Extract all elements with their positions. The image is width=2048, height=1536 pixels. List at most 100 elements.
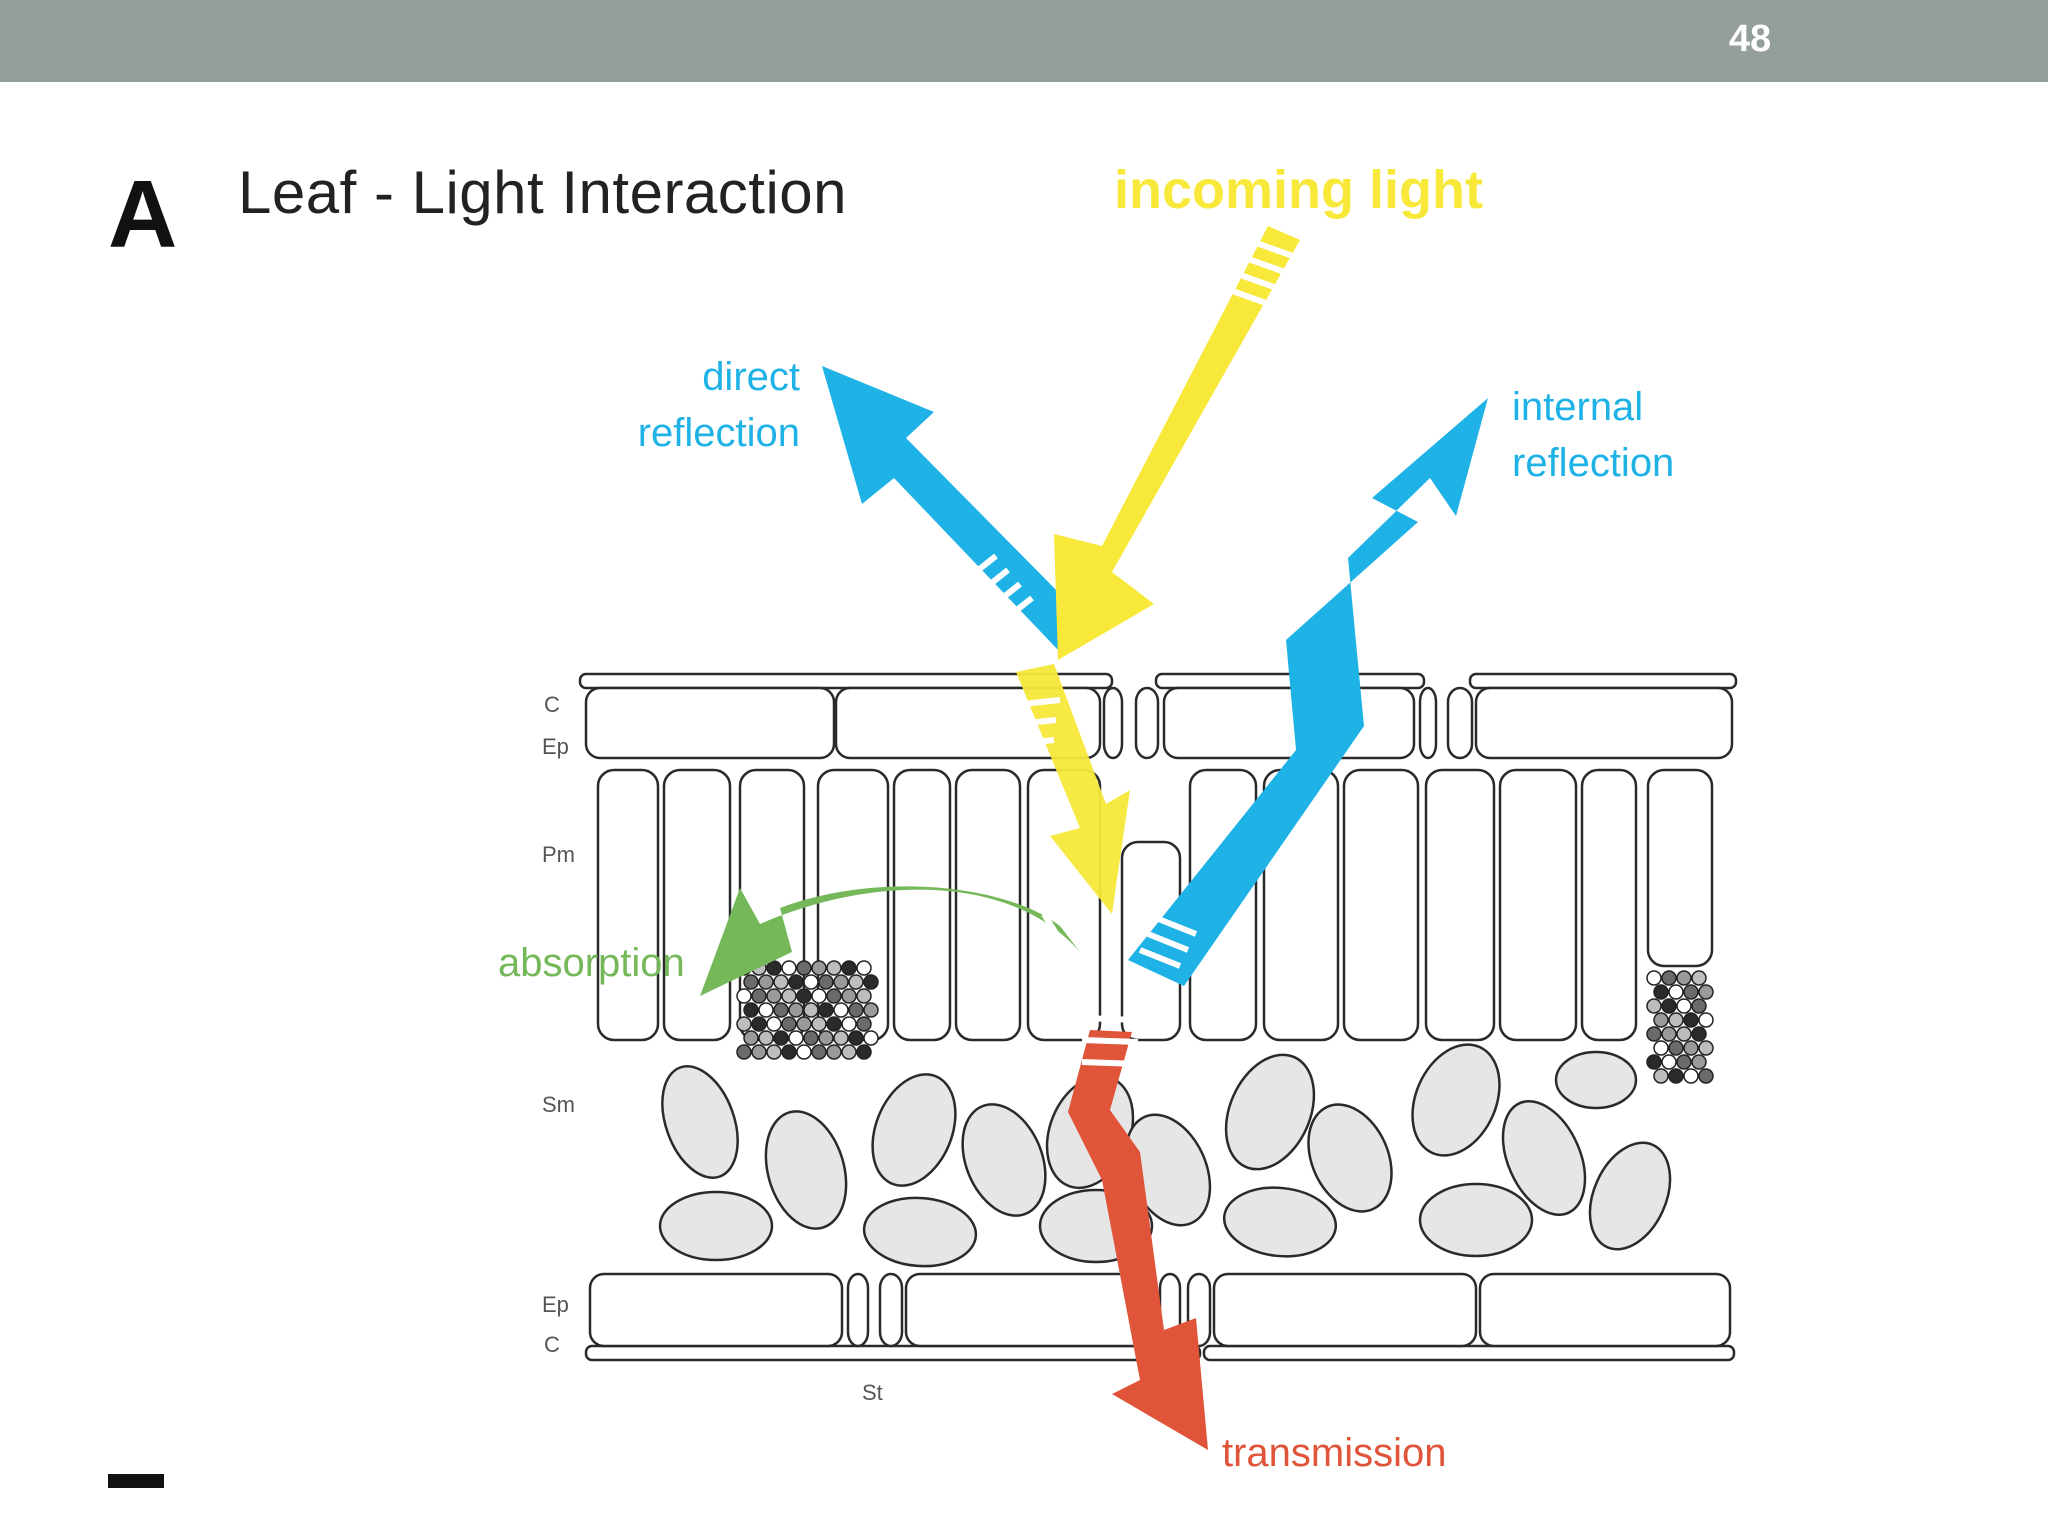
arrow-stripes [956, 237, 1306, 1067]
transmission-arrow [1068, 1030, 1208, 1450]
bundle-cell [826, 988, 842, 1004]
bundle-cell [796, 1016, 812, 1032]
bundle-cell [856, 960, 872, 976]
bundle-cell [781, 960, 797, 976]
bundle-cell [856, 1044, 872, 1060]
bundle-cell [1676, 970, 1692, 986]
bundle-cell [841, 960, 857, 976]
bundle-cell [781, 1044, 797, 1060]
epidermis-top-cell [1446, 686, 1474, 760]
layer-label-epidermis-top: Ep [542, 734, 569, 759]
bundle-cell [781, 1016, 797, 1032]
bundle-cell [833, 1030, 849, 1046]
leaf-cross-section [578, 672, 1738, 1362]
bundle-cell [863, 974, 879, 990]
internal-stripe [1138, 915, 1198, 969]
label-incoming-light: incoming light [1114, 160, 1483, 220]
spongy-cell [1222, 1186, 1338, 1258]
panel-title: Leaf - Light Interaction [238, 159, 848, 226]
bundle-cell [841, 1016, 857, 1032]
direct-reflection-arrow [822, 366, 1070, 652]
bundle-cell [1698, 984, 1714, 1000]
bundle-cell [766, 988, 782, 1004]
layer-label-spongy: Sm [542, 1092, 575, 1117]
bundle-cell [803, 974, 819, 990]
epidermis-top-cell [1134, 686, 1160, 760]
vascular-bundles [736, 960, 1714, 1084]
palisade-cell [892, 768, 952, 1042]
bundle-cell [848, 1002, 864, 1018]
label-direct: direct [702, 355, 800, 399]
label-direct-reflection: reflection [638, 411, 800, 455]
bundle-cell [1661, 1054, 1677, 1070]
bundle-cell [1698, 1040, 1714, 1056]
spongy-cell [658, 1190, 774, 1262]
bundle-cell [796, 988, 812, 1004]
bundle-cell [773, 974, 789, 990]
epidermis-bottom-cell [1212, 1272, 1478, 1348]
bundle-cell [1683, 1040, 1699, 1056]
bundle-cell [1661, 970, 1677, 986]
bundle-cell [796, 960, 812, 976]
bundle-cell [811, 1016, 827, 1032]
palisade-cell [662, 768, 732, 1042]
bundle-cell [863, 1002, 879, 1018]
bundle-cell [751, 988, 767, 1004]
spongy-cells [658, 1043, 1672, 1268]
palisade-cell [1342, 768, 1420, 1042]
spongy-cell [1501, 1100, 1587, 1216]
bundle-cell [788, 1002, 804, 1018]
bundle-cell [803, 1002, 819, 1018]
bundle-cell [818, 974, 834, 990]
label-internal-reflection: reflection [1512, 441, 1674, 485]
spongy-cell [1411, 1043, 1501, 1157]
bundle-cell [1653, 984, 1669, 1000]
palisade-cell [596, 768, 660, 1042]
bundle-cell [1668, 1040, 1684, 1056]
bundle-cell [1691, 1054, 1707, 1070]
bundle-cell [1683, 1012, 1699, 1028]
bundle-cell [1683, 984, 1699, 1000]
bundle-cell [736, 1044, 752, 1060]
bundle-cell [1653, 1068, 1669, 1084]
bundle-cell [826, 1044, 842, 1060]
epidermis-bottom-cell [904, 1272, 1156, 1348]
panel-letter: A [108, 161, 178, 268]
bundle-cell [1698, 1012, 1714, 1028]
incoming-stripe [1222, 237, 1306, 311]
label-internal: internal [1512, 385, 1643, 429]
label-absorption: absorption [498, 941, 685, 985]
bundle-cell [1691, 998, 1707, 1014]
bundle-cell [1683, 1068, 1699, 1084]
bundle-cell [1646, 970, 1662, 986]
slide-number: 48 [1728, 18, 1772, 60]
bundle-cell [1668, 1068, 1684, 1084]
palisade-cell [1646, 768, 1714, 968]
bundle-cell [833, 974, 849, 990]
palisade-cell [1424, 768, 1496, 1042]
bundle-cell [758, 1002, 774, 1018]
spongy-cell [661, 1065, 739, 1179]
label-transmission: transmission [1222, 1431, 1447, 1475]
layer-label-cuticle-bottom: C [544, 1332, 560, 1357]
bundle-cell [863, 1030, 879, 1046]
bundle-cell [766, 1044, 782, 1060]
bundle-cell [848, 974, 864, 990]
bundle-cell [1676, 1054, 1692, 1070]
epidermis-bottom-cell [846, 1272, 870, 1348]
bundle-cell [856, 988, 872, 1004]
bundle-cell [1646, 1054, 1662, 1070]
bundle-cell [788, 1030, 804, 1046]
bundle-cell [1691, 1026, 1707, 1042]
bundle-cell [1661, 1026, 1677, 1042]
epidermis-bottom-cell [1478, 1272, 1732, 1348]
bundle-cell [1646, 1026, 1662, 1042]
layer-label-cuticle-top: C [544, 692, 560, 717]
bundle-cell [788, 974, 804, 990]
bundle-cell [1653, 1012, 1669, 1028]
bundle-cell [1691, 970, 1707, 986]
bundle-cell [826, 960, 842, 976]
bundle-cell [818, 1030, 834, 1046]
spongy-cell [1418, 1182, 1534, 1258]
